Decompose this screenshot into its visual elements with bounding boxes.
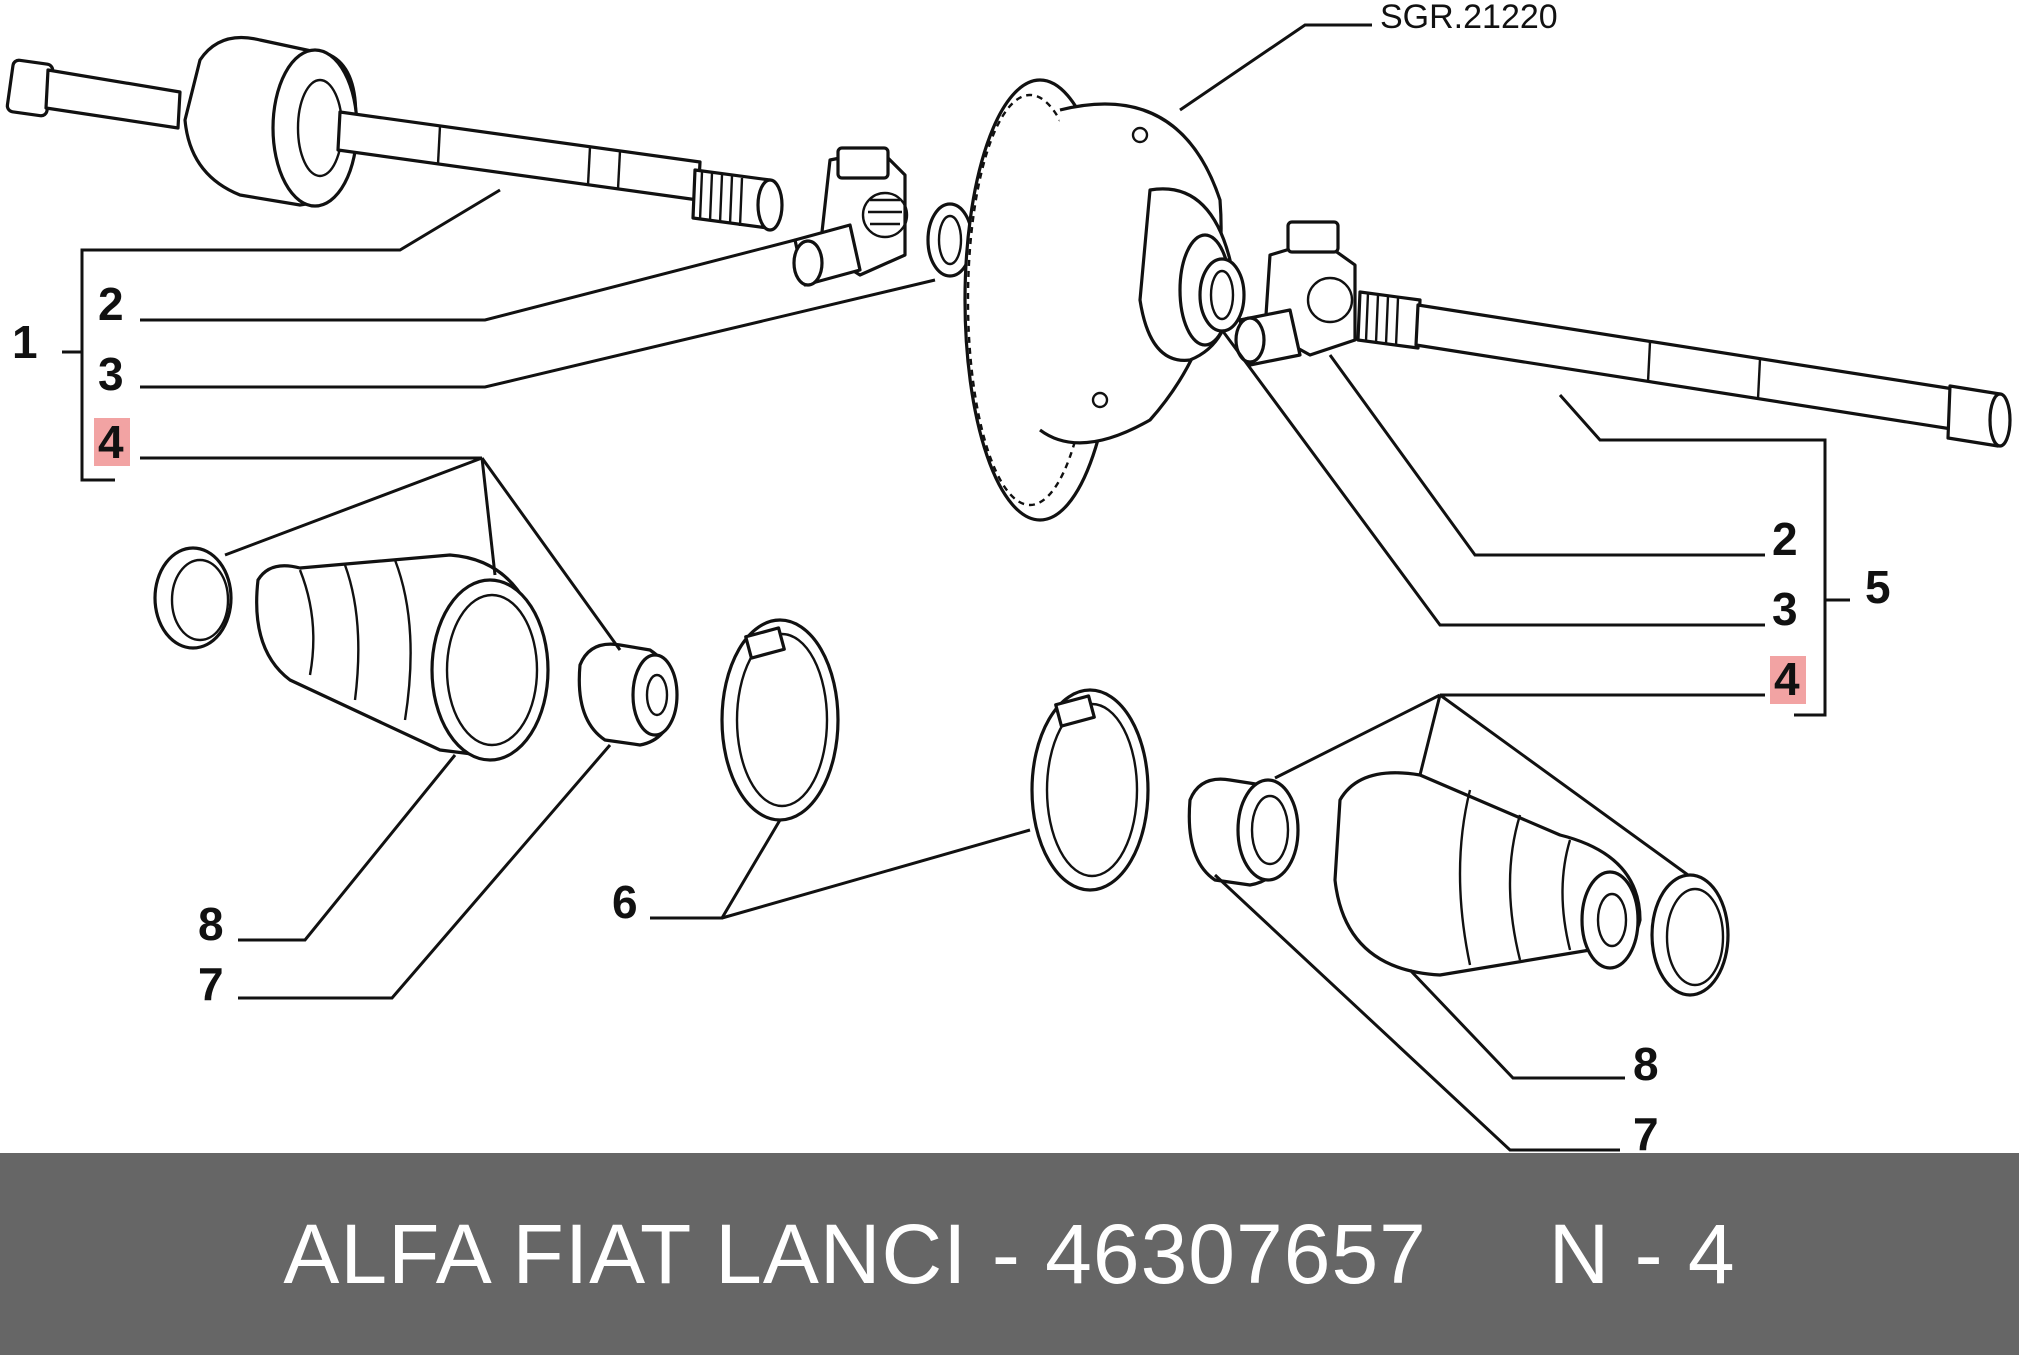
callout-5: 5 xyxy=(1865,561,1891,613)
callout-right-2: 2 xyxy=(1772,513,1798,565)
callout-left-7: 7 xyxy=(198,958,224,1010)
left-large-clamp xyxy=(720,618,840,822)
highlight-left-4 xyxy=(94,418,130,466)
right-small-clamp xyxy=(1650,873,1730,997)
part-number-caption: ALFA FIAT LANCI - 46307657 N - 4 xyxy=(283,1206,1736,1301)
reference-label: SGR.21220 xyxy=(1380,0,1558,36)
callout-right-3: 3 xyxy=(1772,583,1798,635)
callout-right-4: 4 xyxy=(1774,653,1800,705)
left-outer-boot xyxy=(255,553,550,762)
callout-1: 1 xyxy=(12,316,38,368)
left-driveshaft xyxy=(5,35,784,232)
callout-left-3: 3 xyxy=(98,348,124,400)
left-small-clamp xyxy=(153,546,233,650)
differential-gear xyxy=(963,78,1234,522)
callout-left-2: 2 xyxy=(98,278,124,330)
callout-right-7: 7 xyxy=(1633,1108,1659,1153)
footer-bar: ALFA FIAT LANCI - 46307657 N - 4 xyxy=(0,1153,2019,1355)
right-inner-boot xyxy=(1187,777,1300,887)
callout-6: 6 xyxy=(612,876,638,928)
right-large-clamp xyxy=(1030,688,1150,892)
right-circlip xyxy=(1198,257,1246,333)
right-tripod-joint xyxy=(1234,220,1357,367)
callout-left-8: 8 xyxy=(198,898,224,950)
left-inner-boot xyxy=(577,642,679,747)
callout-right-8: 8 xyxy=(1633,1038,1659,1090)
right-driveshaft xyxy=(1356,290,2012,448)
leader-lines xyxy=(62,23,1850,1152)
callout-left-4: 4 xyxy=(98,416,124,468)
right-outer-boot xyxy=(1333,771,1642,977)
highlight-right-4 xyxy=(1770,656,1806,704)
exploded-parts-diagram: SGR.21220 1 2 3 4 5 2 3 4 6 8 7 8 7 xyxy=(5,0,2012,1153)
left-tripod-joint xyxy=(792,146,909,287)
